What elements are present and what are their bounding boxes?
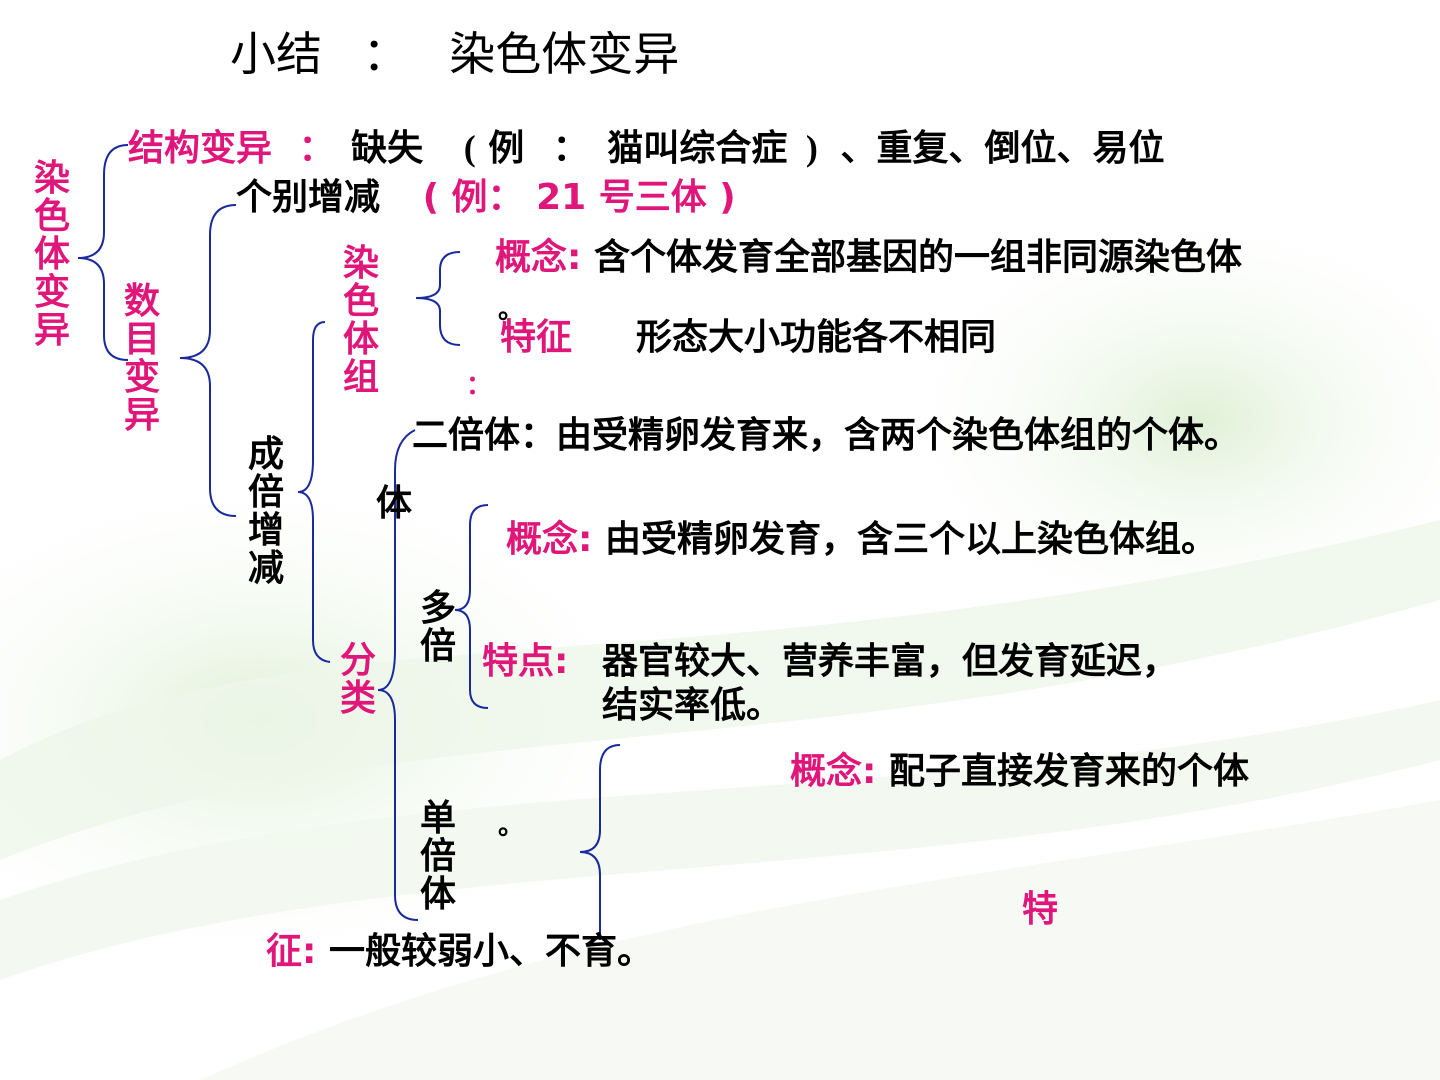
haploid-feature: 征: 一般较弱小、不育。	[266, 932, 653, 972]
polyploid-feature-line2: 结实率低。	[602, 685, 783, 726]
structural-colon: ：	[298, 128, 335, 169]
structural-paren-close: )	[805, 128, 818, 168]
structural-text1: 缺失	[351, 128, 424, 169]
structural-label: 结构变异	[128, 128, 273, 169]
individual-example: ( 例： 21 号三体 )	[422, 177, 736, 218]
haploid-feature-label-a: 特	[1022, 889, 1059, 930]
chromosome-set-feature-colon: ：	[466, 371, 493, 401]
polyploid-brace	[454, 504, 489, 709]
classification-brace	[377, 429, 419, 921]
structural-paren-open: (	[463, 128, 476, 168]
chromosome-set-concept-label: 概念:	[495, 237, 582, 278]
individual-row: 个别增减 ( 例： 21 号三体 )	[236, 178, 736, 218]
haploid-concept-label: 概念:	[790, 751, 877, 792]
title-sep: ：	[362, 27, 409, 81]
haploid-brace	[579, 744, 621, 940]
haploid-concept-text: 配子直接发育来的个体	[888, 751, 1249, 792]
numeric-brace	[179, 204, 237, 517]
chromosome-set-brace	[415, 251, 461, 346]
haploid-concept: 概念: 配子直接发育来的个体	[790, 752, 1249, 792]
multiple-label: 成倍增减	[247, 434, 284, 589]
chromosome-set-feature-text: 形态大小功能各不相同	[636, 317, 997, 358]
title-right: 染色体变异	[449, 27, 680, 81]
structural-rest: 、重复、倒位、易位	[840, 128, 1165, 169]
chromosome-set-feature-label: 特征	[500, 317, 573, 358]
chromosome-set-label: 染色体组	[342, 243, 379, 398]
polyploid-concept-label: 概念:	[506, 519, 593, 560]
polyploid-feature-line1: 器官较大、营养丰富，但发育延迟，	[602, 641, 1179, 682]
chromosome-set-concept-text: 含个体发育全部基因的一组非同源染色体	[593, 237, 1242, 278]
root-label: 染色体变异	[33, 158, 70, 351]
individual-label: 个别增减	[236, 177, 381, 218]
structural-colon2: ：	[552, 128, 589, 169]
numeric-label: 数目变异	[123, 281, 160, 436]
structural-row: 结构变异 ： 缺失 ( 例 ： 猫叫综合症 ) 、重复、倒位、易位	[128, 128, 1164, 169]
polyploid-concept-text: 由受精卵发育，含三个以上染色体组。	[604, 519, 1217, 560]
polyploid-feature-label: 特点:	[482, 641, 569, 682]
polyploid-prefix: 多倍	[419, 588, 456, 667]
multiple-brace	[297, 321, 331, 663]
polyploid-suffix: 体	[376, 483, 413, 524]
chromosome-set-concept-end: 。	[498, 295, 525, 325]
diploid-text: 二倍体：由受精卵发育来，含两个染色体组的个体。	[412, 415, 1241, 456]
page-title: 小结 ： 染色体变异	[230, 28, 679, 80]
classification-label: 分类	[339, 640, 376, 719]
root-brace	[77, 144, 129, 361]
haploid-concept-end: 。	[498, 811, 525, 841]
chromosome-set-concept: 概念: 含个体发育全部基因的一组非同源染色体	[495, 238, 1242, 278]
haploid-label: 单倍体	[419, 798, 456, 915]
polyploid-concept: 概念: 由受精卵发育，含三个以上染色体组。	[506, 520, 1217, 560]
title-left: 小结	[230, 27, 322, 81]
structural-example: 猫叫综合症	[607, 128, 788, 169]
structural-example-word: 例	[488, 128, 525, 169]
haploid-feature-label-b: 征:	[266, 931, 317, 972]
haploid-feature-text: 一般较弱小、不育。	[328, 931, 653, 972]
